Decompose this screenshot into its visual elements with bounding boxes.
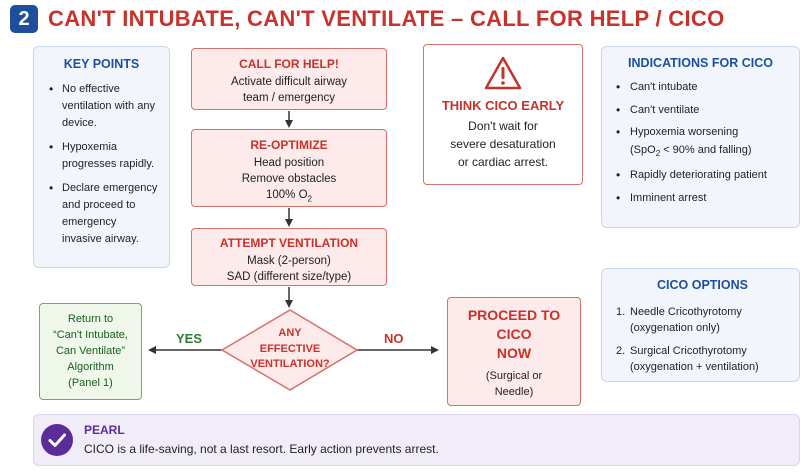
think-cico-line: Don't wait for [468,119,538,133]
indication-item: Rapidly deteriorating patient [614,167,787,185]
oxygen-line: 100% O2 [192,187,386,207]
decision-line: VENTILATION? [250,358,330,370]
re-optimize-line: Head position [253,157,325,169]
key-point-item: No effective ventilation with any device… [44,81,159,132]
header: 2 CAN'T INTUBATE, CAN'T VENTILATE – CALL… [10,4,724,34]
return-line: Return to [67,313,114,325]
option-number: 2. [616,345,626,357]
cico-options-panel: CICO OPTIONS 1. Needle Cricothyrotomy (o… [601,268,800,382]
indication-item: Can't ventilate [614,102,787,120]
page-title: CAN'T INTUBATE, CAN'T VENTILATE – CALL F… [48,6,725,31]
proceed-title-line: PROCEED TO [467,307,561,323]
key-point-item: Hypoxemia progresses rapidly. [44,139,159,173]
re-optimize-line: Remove obstacles [241,173,337,185]
cico-option-item: 2. Surgical Cricothyrotomy (oxygenation … [616,343,789,375]
return-line: Algorithm [67,361,114,373]
attempt-ventilation-box: ATTEMPT VENTILATION Mask (2-person) SAD … [191,228,387,286]
key-points-panel: KEY POINTS No effective ventilation with… [33,46,170,268]
indication-item: Hypoxemia worsening (SpO2 < 90% and fall… [614,124,787,162]
call-for-help-line: team / emergency [242,92,336,104]
option-line: Needle Cricothyrotomy [630,306,742,318]
think-cico-title: THINK CICO EARLY [441,98,565,113]
return-line: (Panel 1) [68,377,113,389]
attempt-ventilation-line: SAD (different size/type) [226,271,352,283]
attempt-ventilation-line: Mask (2-person) [247,255,331,267]
option-line: (oxygenation + ventilation) [630,361,759,373]
indication-item: Can't intubate [614,79,787,97]
pearl-text: CICO is a life-saving, not a last resort… [84,442,439,456]
call-for-help-line: Activate difficult airway [230,76,348,88]
think-cico-line: severe desaturation [450,137,556,151]
oxygen-text: 100% O [265,189,308,201]
key-points-title: KEY POINTS [63,57,140,71]
key-point-item: Declare emergency and proceed to emergen… [44,180,159,248]
cico-option-item: 1. Needle Cricothyrotomy (oxygenation on… [616,304,789,336]
proceed-sub-line: (Surgical or [485,370,543,382]
decision-label: ANY EFFECTIVE VENTILATION? [226,326,354,373]
spo2-subscript: 2 [655,148,661,158]
indications-panel: INDICATIONS FOR CICO Can't intubate Can'… [601,46,800,228]
return-line: Can Ventilate” [55,345,126,357]
yes-label: YES [176,331,203,346]
attempt-ventilation-title: ATTEMPT VENTILATION [219,236,359,250]
decision-line: ANY [278,327,302,339]
decision-line: EFFECTIVE [259,342,321,355]
re-optimize-title: RE-OPTIMIZE [250,138,328,152]
think-cico-line: or cardiac arrest. [457,155,549,169]
option-number: 1. [616,306,626,318]
spo2-prefix: (SpO [630,143,656,156]
cico-options-title: CICO OPTIONS [657,278,748,292]
proceed-to-cico-box: PROCEED TO CICO NOW (Surgical or Needle) [447,297,581,406]
proceed-title-line: NOW [496,345,532,361]
check-circle-icon [41,424,73,456]
call-for-help-box: CALL FOR HELP! Activate difficult airway… [191,48,387,110]
indication-item: Imminent arrest [614,190,787,208]
proceed-sub: (Surgical or Needle) [448,368,580,400]
pearl-title: PEARL [84,423,125,437]
proceed-sub-line: Needle) [494,386,534,398]
warning-triangle-icon [484,56,522,90]
indication-text: Hypoxemia worsening [630,126,739,138]
panel-number-badge: 2 [10,5,38,33]
spo2-suffix: < 90% and falling) [660,143,752,156]
return-to-algorithm-box: Return to “Can't Intubate, Can Ventilate… [39,303,142,400]
option-text: Surgical Cricothyrotomy (oxygenation + v… [630,343,759,375]
proceed-title-line: CICO [496,326,532,342]
option-text: Needle Cricothyrotomy (oxygenation only) [630,304,742,336]
no-label: NO [384,331,404,346]
decision-diamond [220,309,359,391]
indications-title: INDICATIONS FOR CICO [628,56,773,70]
option-line: Surgical Cricothyrotomy [630,345,747,357]
option-line: (oxygenation only) [630,322,720,334]
call-for-help-title: CALL FOR HELP! [239,57,339,71]
pearl-banner: PEARL CICO is a life-saving, not a last … [33,414,800,466]
oxygen-subscript: 2 [307,194,312,204]
think-cico-early-box: THINK CICO EARLY Don't wait for severe d… [423,44,583,185]
return-line: “Can't Intubate, [53,329,128,341]
re-optimize-box: RE-OPTIMIZE Head position Remove obstacl… [191,129,387,207]
spo2-line: (SpO2 < 90% and falling) [630,142,787,163]
